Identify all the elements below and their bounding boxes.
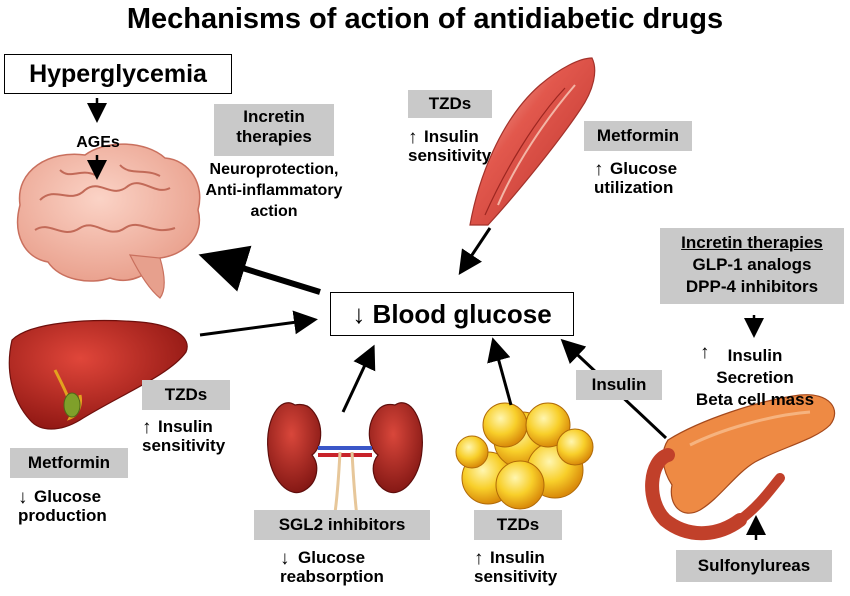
sgl2-inhibitors-box: SGL2 inhibitors <box>254 510 430 540</box>
fat-cells-illustration <box>455 402 594 510</box>
muscle-tzd-line2: sensitivity <box>408 145 492 165</box>
up-arrow-icon: ↑ <box>474 548 484 569</box>
fat-tzd-effect: ↑ Insulin sensitivity <box>474 548 584 586</box>
liver-tzd-line1: Insulin <box>158 417 213 436</box>
insulin-box: Insulin <box>576 370 662 400</box>
incretin-panel-line2: DPP-4 inhibitors <box>685 277 819 297</box>
hyperglycemia-box: Hyperglycemia <box>4 54 232 94</box>
muscle-tzd-effect: ↑ Insulin sensitivity <box>408 127 518 165</box>
pancreas-effect-text: Insulin Secretion Beta cell mass <box>690 345 820 410</box>
brain-incretin-line1: Incretin <box>243 107 305 126</box>
fat-tzd-line1: Insulin <box>490 548 545 567</box>
fat-tzd-box: TZDs <box>474 510 562 540</box>
pancreas-illustration <box>645 394 836 541</box>
brain-incretin-line2: therapies <box>236 126 312 146</box>
brain-effect-line3: action <box>250 202 298 220</box>
page-title: Mechanisms of action of antidiabetic dru… <box>126 3 724 35</box>
fat-tzd-line2: sensitivity <box>474 566 558 586</box>
liver-metformin-line2: production <box>18 505 107 525</box>
up-arrow-icon: ↑ <box>142 417 152 438</box>
brain-effect-text: Neuroprotection, Anti-inflammatory actio… <box>186 160 362 222</box>
muscle-metformin-box: Metformin <box>584 121 692 151</box>
muscle-tzd-box: TZDs <box>408 90 492 118</box>
liver-illustration <box>8 319 188 430</box>
muscle-tzd-line1: Insulin <box>424 127 479 146</box>
liver-tzd-box: TZDs <box>142 380 230 410</box>
up-arrow-icon: ↑ <box>408 127 418 148</box>
down-arrow-icon: ↓ <box>352 299 366 329</box>
blood-glucose-label: Blood glucose <box>372 299 552 329</box>
brain-incretin-box: Incretin therapies <box>214 104 334 156</box>
brain-illustration <box>16 143 201 299</box>
brain-effect-line1: Neuroprotection, <box>209 161 339 178</box>
incretin-panel-line1: GLP-1 analogs <box>692 255 812 275</box>
kidney-line1: Glucose <box>298 548 366 567</box>
liver-metformin-line1: Glucose <box>34 487 102 506</box>
kidney-illustration <box>267 402 423 526</box>
muscle-metformin-line1: Glucose <box>610 159 678 178</box>
ages-label: AGEs <box>76 134 120 151</box>
liver-metformin-effect: ↓ Glucose production <box>18 487 138 525</box>
down-arrow-icon: ↓ <box>280 548 290 569</box>
up-arrow-icon: ↑ <box>594 159 604 180</box>
liver-tzd-line2: sensitivity <box>142 435 226 455</box>
pancreas-effect-line2: Secretion <box>716 367 794 387</box>
kidney-effect: ↓ Glucose reabsorption <box>280 548 410 586</box>
down-arrow-icon: ↓ <box>18 487 28 508</box>
blood-glucose-box: ↓ Blood glucose <box>330 292 574 336</box>
incretin-panel-heading: Incretin therapies <box>681 233 823 252</box>
sulfonylureas-box: Sulfonylureas <box>676 550 832 582</box>
pancreas-effect-line3: Beta cell mass <box>695 389 815 409</box>
kidney-line2: reabsorption <box>280 566 384 586</box>
liver-metformin-box: Metformin <box>10 448 128 478</box>
liver-tzd-effect: ↑ Insulin sensitivity <box>142 417 252 455</box>
muscle-metformin-line2: utilization <box>594 177 674 197</box>
incretin-therapies-panel: Incretin therapies GLP-1 analogs DPP-4 i… <box>660 228 844 304</box>
pancreas-effect-arrow: ↑ <box>700 342 710 363</box>
brain-effect-line2: Anti-inflammatory <box>205 181 343 199</box>
pancreas-effect-line1: Insulin <box>727 346 783 365</box>
muscle-illustration <box>469 57 596 226</box>
muscle-metformin-effect: ↑ Glucose utilization <box>594 159 704 197</box>
